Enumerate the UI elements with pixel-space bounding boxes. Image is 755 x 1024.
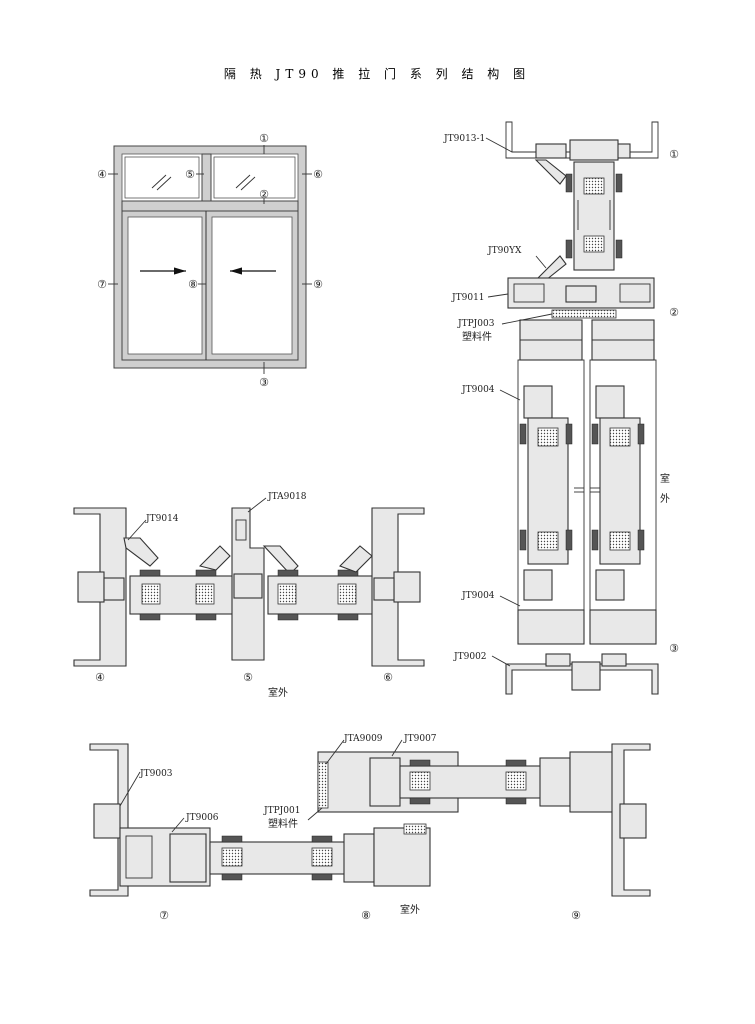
callout-4-section: ④ — [95, 671, 105, 684]
callout-4-elevation: ④ — [97, 168, 107, 181]
label-jt9003: JT9003 — [139, 769, 173, 779]
page-title: 隔 热 JT90 推 拉 门 系 列 结 构 图 — [224, 66, 530, 81]
callout-7-section: ⑦ — [159, 909, 169, 922]
label-jt9014: JT9014 — [145, 514, 179, 524]
callout-8-section: ⑧ — [361, 909, 371, 922]
callout-2-elevation: ② — [259, 188, 269, 201]
callout-1-section: ① — [669, 148, 679, 161]
label-jt9006: JT9006 — [185, 813, 219, 823]
label-jt9004-b: JT9004 — [461, 591, 495, 601]
callout-5-section: ⑤ — [243, 671, 253, 684]
outdoor-char-1: 室 — [660, 472, 670, 485]
label-jtpj001: JTPJ001 — [263, 806, 300, 816]
door-elevation — [108, 145, 312, 374]
callout-8-elevation: ⑧ — [188, 278, 198, 291]
callout-5-elevation: ⑤ — [185, 168, 195, 181]
outdoor-label-bottom: 室外 — [400, 903, 420, 916]
label-jt90yx: JT90YX — [487, 246, 522, 256]
callout-3-section: ③ — [669, 642, 679, 655]
callout-2-section: ② — [669, 306, 679, 319]
label-jtpj003: JTPJ003 — [457, 319, 495, 329]
callout-7-elevation: ⑦ — [97, 278, 107, 291]
callout-9-section: ⑨ — [571, 909, 581, 922]
callout-3-elevation: ③ — [259, 376, 269, 389]
outdoor-char-2: 外 — [660, 493, 670, 505]
label-jta9018: JTA9018 — [267, 492, 307, 502]
label-jt9011: JT9011 — [451, 293, 485, 303]
label-jt9007: JT9007 — [403, 734, 437, 744]
label-plastic-part-b: 塑料件 — [268, 817, 298, 830]
callout-6-elevation: ⑥ — [313, 168, 323, 181]
callout-9-elevation: ⑨ — [313, 278, 323, 291]
outdoor-label-middle: 室外 — [268, 686, 288, 699]
label-plastic-part-a: 塑料件 — [462, 330, 492, 343]
label-jt9002: JT9002 — [453, 652, 487, 662]
callout-6-section: ⑥ — [383, 671, 393, 684]
label-jta9009: JTA9009 — [343, 734, 383, 744]
horizontal-section-lower — [89, 743, 651, 897]
label-jt9013-1: JT9013-1 — [443, 134, 485, 144]
callout-1-elevation: ① — [259, 132, 269, 145]
label-jt9004-a: JT9004 — [461, 385, 495, 395]
vertical-section — [505, 121, 659, 695]
horizontal-section-upper — [73, 507, 425, 667]
